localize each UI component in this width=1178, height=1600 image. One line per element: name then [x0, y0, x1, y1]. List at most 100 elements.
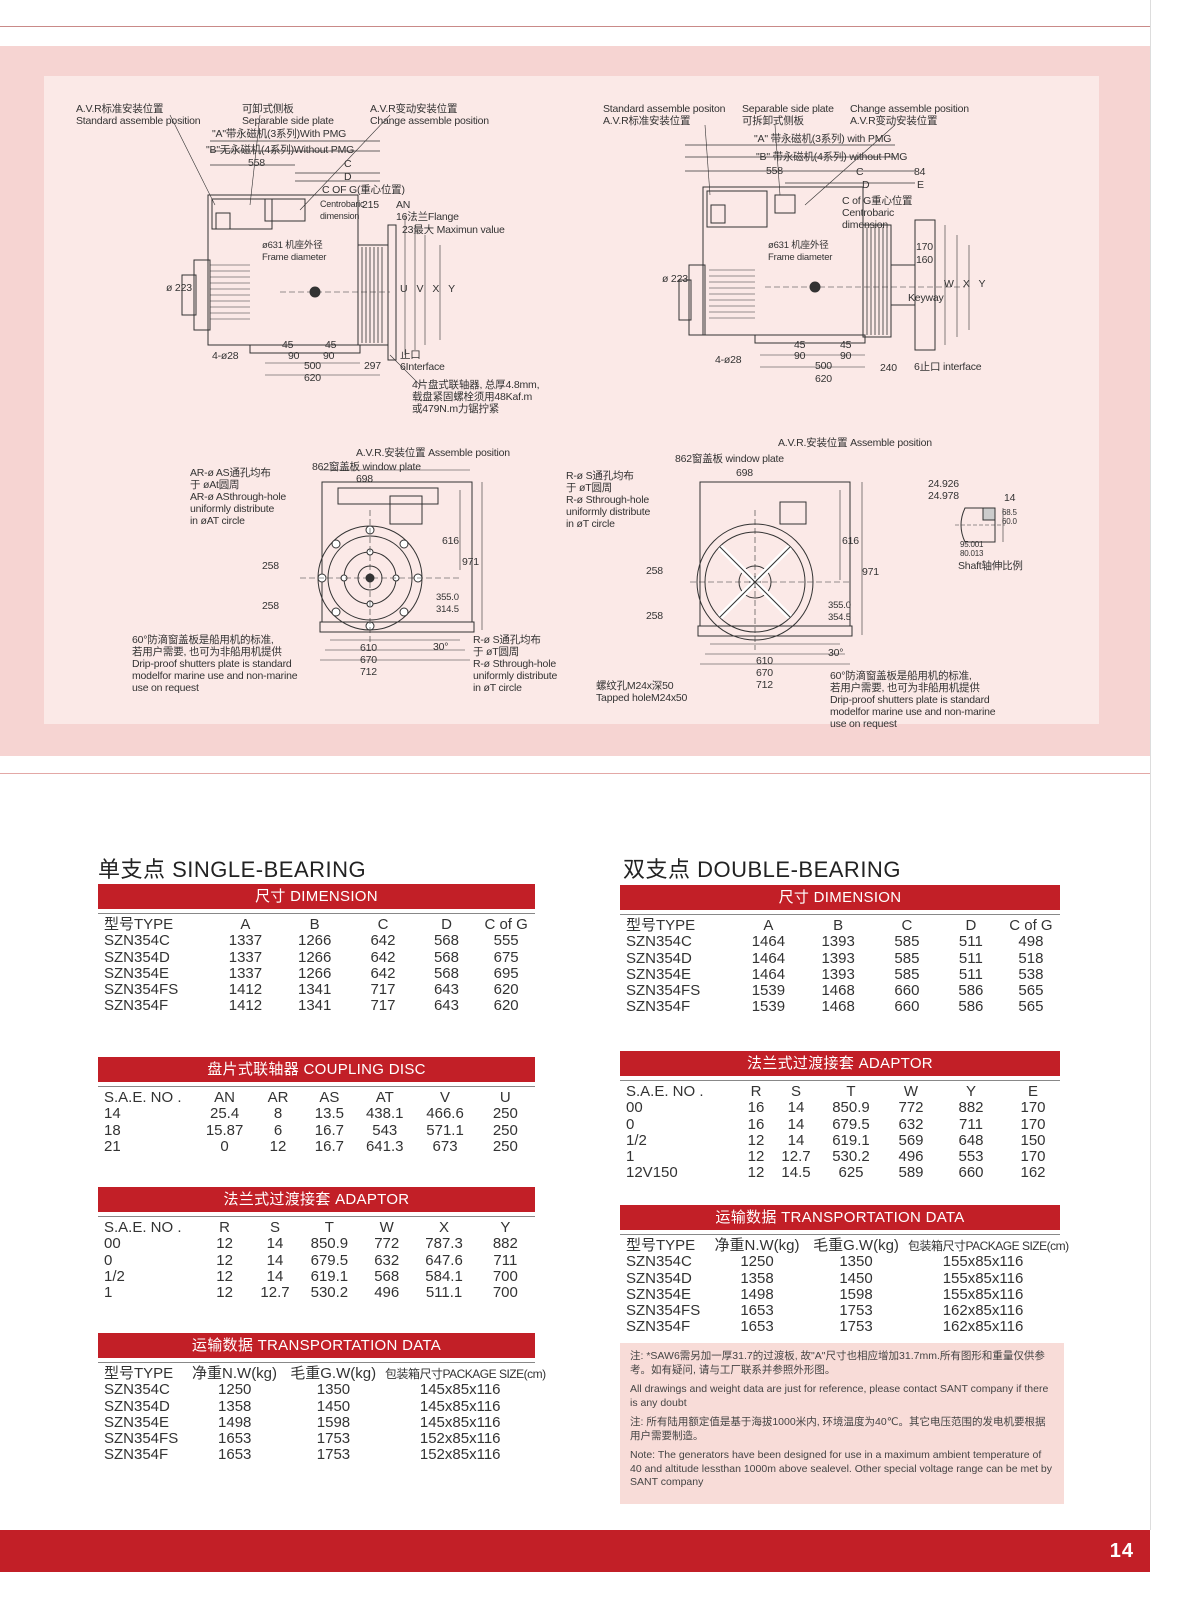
- dim-a-label-right: "A" 带永磁机(3系列) with PMG: [754, 133, 892, 145]
- table-cell: 511: [958, 949, 983, 967]
- dim-670-right: 670: [756, 667, 773, 679]
- dim-90-right: 90: [323, 350, 335, 362]
- dim-4-28-right: 4-ø28: [715, 354, 742, 366]
- table-cell: 1468: [821, 998, 855, 1016]
- table-cell: 1464: [751, 965, 786, 983]
- table-cell: 1653: [218, 1430, 252, 1448]
- table-cell: 170: [1020, 1115, 1046, 1133]
- table-cell: 632: [374, 1251, 400, 1269]
- avr-assemble-position-label: A.V.R.安装位置 Assemble position: [356, 447, 510, 459]
- column-header: 毛重G.W(kg): [813, 1237, 899, 1254]
- page-edge: [1150, 0, 1151, 1530]
- window-plate-label-right: 862窗盖板 window plate: [675, 453, 784, 465]
- table-cell: 1450: [316, 1397, 351, 1415]
- table-cell: 565: [1018, 982, 1044, 1000]
- column-header: B: [833, 917, 844, 934]
- table-cell: 1/2: [626, 1131, 647, 1149]
- column-header: 型号TYPE: [626, 1237, 696, 1254]
- table-cell: 1266: [298, 948, 332, 966]
- column-header: 型号TYPE: [104, 916, 174, 933]
- dim-355-right: 355.0 354.5: [828, 600, 851, 623]
- dim-258-lower-right: 258: [646, 610, 663, 622]
- dim-30-deg: 30°: [433, 641, 449, 653]
- table-cell: 12V150: [626, 1164, 678, 1182]
- note-chinese-2: 注: 所有陆用额定值是基于海拔1000米内, 环境温度为40℃。其它电压范围的发…: [630, 1416, 1046, 1442]
- r-through-hole-note: R-ø S通孔均布 于 øT圆周 R-ø Sthrough-hole unifo…: [473, 634, 558, 694]
- single-coupling-header: 盘片式联轴器 COUPLING DISC: [98, 1057, 535, 1082]
- table-rule: [98, 1086, 535, 1087]
- table-cell: 717: [370, 997, 396, 1015]
- table-cell: 568: [433, 964, 459, 982]
- table-cell: SZN354C: [626, 1253, 692, 1271]
- frame-diameter-label-right: ø631 机座外径 Frame diameter: [768, 240, 833, 263]
- table-cell: 584.1: [425, 1267, 463, 1285]
- column-header: R: [750, 1083, 762, 1100]
- table-cell: 145x85x116: [419, 1381, 501, 1399]
- avr-standard-position-label-right: Standard assemble positon A.V.R标准安装位置: [603, 103, 726, 127]
- table-cell: 12: [747, 1131, 765, 1149]
- table-rule: [98, 1362, 535, 1363]
- table-cell: 162x85x116: [942, 1302, 1024, 1320]
- dim-90-right-right: 90: [840, 350, 852, 362]
- shaft-detail-drawing: [955, 507, 1005, 543]
- column-header: W: [379, 1219, 394, 1236]
- table-cell: 0: [626, 1115, 635, 1133]
- table-cell: 772: [374, 1235, 400, 1253]
- dim-90-left-right: 90: [794, 350, 806, 362]
- dim-170: 170: [916, 241, 933, 253]
- table-cell: SZN354E: [626, 1285, 692, 1303]
- column-header: D: [441, 916, 452, 933]
- table-cell: 850.9: [310, 1235, 349, 1253]
- table-cell: 647.6: [425, 1251, 463, 1269]
- flange-label: 16法兰Flange: [396, 211, 459, 223]
- column-header: 包装箱尺寸PACKAGE SIZE(cm): [385, 1367, 546, 1381]
- column-header: S.A.E. NO .: [626, 1083, 704, 1100]
- table-cell: 15.87: [205, 1121, 244, 1139]
- shaft-label: Shaft轴伸比例: [958, 560, 1023, 572]
- table-cell: 14: [787, 1115, 805, 1133]
- dim-698-right: 698: [736, 467, 753, 479]
- table-cell: 632: [898, 1115, 924, 1133]
- dim-wxy: W X Y: [944, 278, 989, 290]
- table-cell: 1412: [228, 981, 263, 999]
- table-cell: 0: [104, 1251, 113, 1269]
- dim-84: 84: [914, 166, 926, 178]
- table-cell: 12: [216, 1284, 233, 1302]
- table-cell: 14: [266, 1235, 284, 1253]
- shaft-tolerance-label: 24.926 24.978: [928, 478, 959, 502]
- table-cell: 1358: [218, 1397, 252, 1415]
- table-cell: 1753: [316, 1430, 351, 1448]
- table-cell: SZN354FS: [626, 1302, 701, 1320]
- table-cell: 1653: [218, 1446, 252, 1464]
- avr-change-position-label: A.V.R变动安装位置 Change assemble position: [370, 103, 489, 127]
- centrobaric-label: Centrobaric dimension: [320, 199, 365, 221]
- table-cell: SZN354E: [104, 964, 170, 982]
- table-cell: 1598: [316, 1413, 351, 1431]
- table-cell: SZN354FS: [626, 982, 701, 1000]
- table-cell: 12: [216, 1235, 233, 1253]
- dim-c: C: [344, 158, 352, 170]
- table-cell: SZN354D: [104, 948, 170, 966]
- table-cell: 250: [492, 1121, 518, 1139]
- double-bearing-title: 双支点 DOUBLE-BEARING: [623, 857, 901, 882]
- table-cell: 00: [104, 1235, 121, 1253]
- double-transport-header: 运输数据 TRANSPORTATION DATA: [620, 1205, 1060, 1230]
- table-cell: 1337: [228, 948, 263, 966]
- dim-616-right: 616: [842, 535, 859, 547]
- table-cell: 0: [220, 1137, 229, 1155]
- table-cell: 16.7: [314, 1121, 344, 1139]
